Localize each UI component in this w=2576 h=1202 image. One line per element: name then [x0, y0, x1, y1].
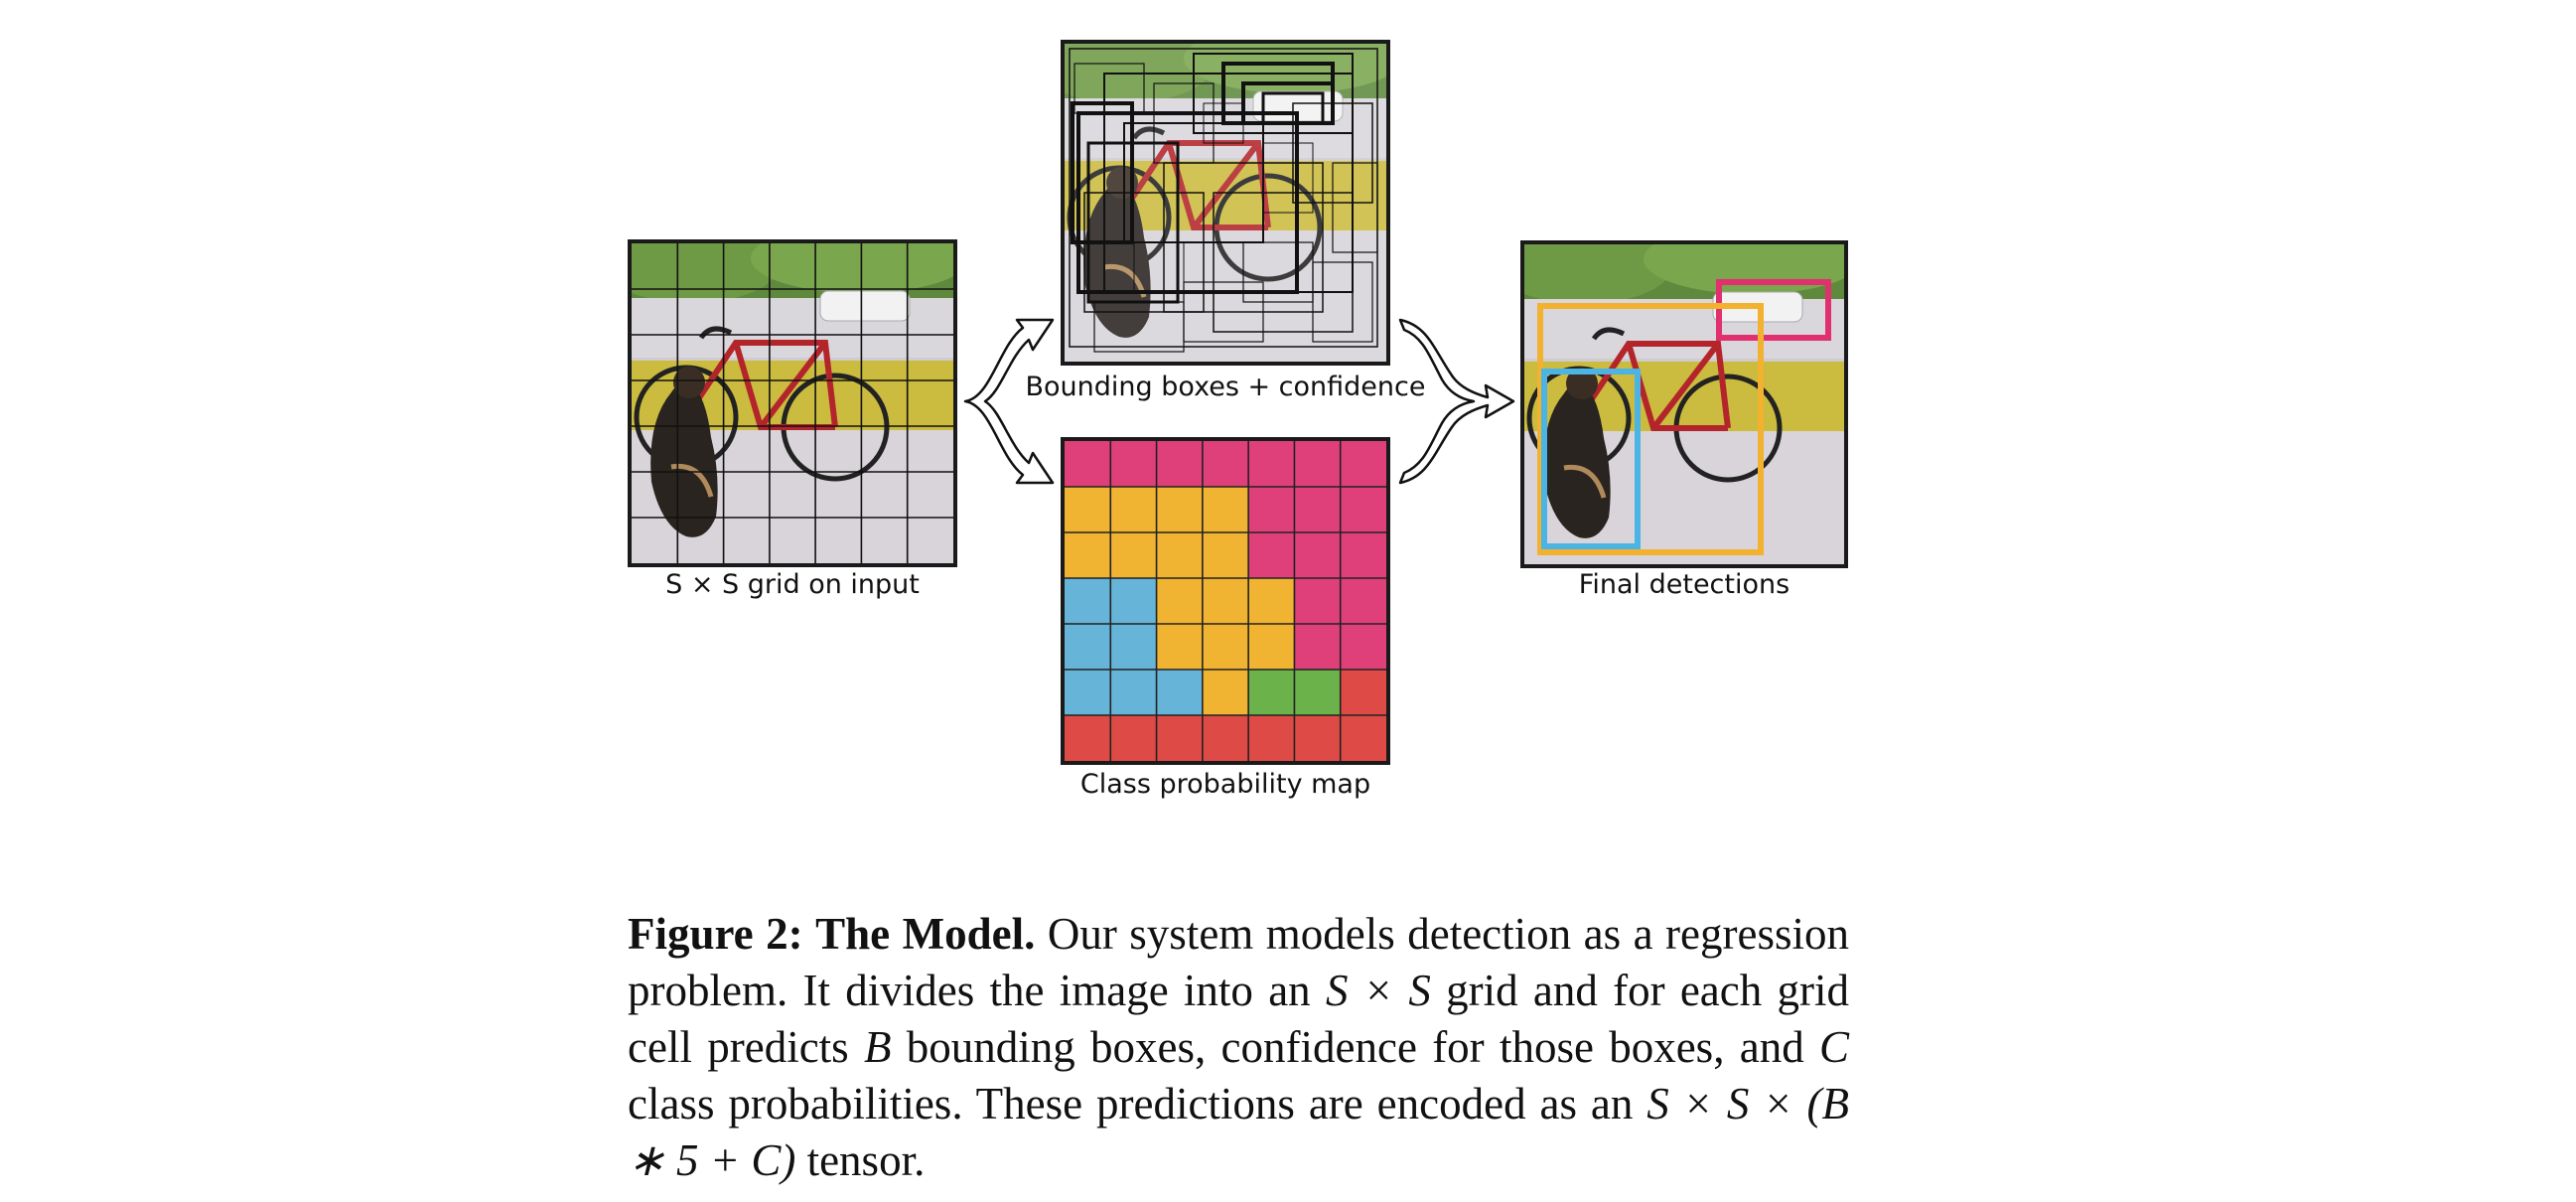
class-cell-yellow [1065, 487, 1111, 533]
class-cell-pink [1248, 532, 1295, 579]
math-c: C [1818, 1022, 1849, 1072]
split-arrow-icon [963, 318, 1055, 485]
class-cell-pink [1294, 624, 1342, 671]
figure-title: The Model. [815, 909, 1036, 959]
class-cell-pink [1156, 441, 1204, 488]
class-cell-blue [1065, 670, 1111, 716]
class-cell-yellow [1248, 578, 1295, 625]
input-grid-lines [632, 243, 953, 563]
input-scene [632, 243, 953, 563]
class-cell-yellow [1156, 532, 1204, 579]
caption-text: Our system models detection as a regres­… [628, 909, 1850, 1015]
class-cell-blue [1065, 624, 1111, 671]
class-cell-pink [1340, 532, 1386, 579]
class-cell-red [1156, 715, 1204, 761]
caption-text: grid and for each grid cell predicts [628, 966, 1849, 1072]
class-cell-green [1294, 670, 1342, 716]
class-cell-yellow [1202, 578, 1249, 625]
class-probability-map [1061, 437, 1390, 765]
math-s-by-s: S × S [1325, 966, 1431, 1015]
final-detections-image [1520, 240, 1848, 568]
merge-arrow-icon [1398, 318, 1515, 485]
class-cell-red [1065, 715, 1111, 761]
class-cell-pink [1110, 441, 1158, 488]
caption-text: tensor. [795, 1135, 926, 1185]
class-cell-blue [1110, 624, 1158, 671]
class-cell-blue [1156, 670, 1204, 716]
class-cell-yellow [1156, 487, 1204, 533]
class-cell-yellow [1202, 624, 1249, 671]
class-cell-red [1294, 715, 1342, 761]
car-detection-box [1716, 279, 1831, 341]
math-tensor: S × S × (B ∗ 5 + C) [628, 1079, 1849, 1185]
input-grid-image [628, 239, 957, 567]
class-cell-yellow [1065, 532, 1111, 579]
class-cell-yellow [1202, 487, 1249, 533]
caption-text: bounding boxes, confidence for those box… [891, 1022, 1819, 1072]
class-cell-yellow [1156, 624, 1204, 671]
math-b: B [863, 1022, 892, 1072]
dog-detection-box [1541, 369, 1641, 549]
class-cell-yellow [1202, 670, 1249, 716]
bicycle-detection-box [1537, 303, 1764, 555]
candidate-boxes [1069, 48, 1378, 353]
class-cell-yellow [1110, 532, 1158, 579]
class-cell-yellow [1202, 532, 1249, 579]
class-probability-label: Class probability map [1079, 769, 1371, 800]
class-grid-lines [1065, 441, 1386, 761]
class-cell-yellow [1156, 578, 1204, 625]
class-cell-pink [1294, 441, 1342, 488]
input-grid-label: S × S grid on input [665, 569, 920, 600]
class-cell-red [1248, 715, 1295, 761]
class-cell-red [1340, 715, 1386, 761]
bounding-boxes-scene [1065, 44, 1386, 362]
class-cell-blue [1065, 578, 1111, 625]
class-cell-red [1110, 715, 1158, 761]
class-cell-pink [1065, 441, 1111, 488]
caption-text: class probabilities. These predictions a… [628, 1079, 1647, 1128]
class-cell-pink [1294, 532, 1342, 579]
class-cell-pink [1248, 441, 1295, 488]
class-cell-red [1202, 715, 1249, 761]
class-cell-pink [1294, 578, 1342, 625]
class-cell-pink [1340, 624, 1386, 671]
class-cell-pink [1340, 441, 1386, 488]
class-cell-pink [1202, 441, 1249, 488]
class-cell-pink [1294, 487, 1342, 533]
figure-caption: Figure 2: The Model. Our system models d… [628, 906, 1849, 1189]
class-cell-pink [1248, 487, 1295, 533]
class-cell-blue [1110, 578, 1158, 625]
final-detections-label: Final detections [1578, 569, 1790, 600]
bounding-boxes-label: Bounding boxes + confidence [1025, 372, 1426, 402]
class-cell-pink [1340, 487, 1386, 533]
class-probability-grid [1065, 441, 1386, 761]
class-cell-pink [1340, 578, 1386, 625]
class-cell-red [1340, 670, 1386, 716]
class-cell-yellow [1248, 624, 1295, 671]
figure-number: Figure 2: [628, 909, 803, 959]
class-cell-yellow [1110, 487, 1158, 533]
bounding-boxes-image [1061, 40, 1390, 366]
class-cell-green [1248, 670, 1295, 716]
class-cell-blue [1110, 670, 1158, 716]
final-detections-scene [1524, 244, 1844, 564]
